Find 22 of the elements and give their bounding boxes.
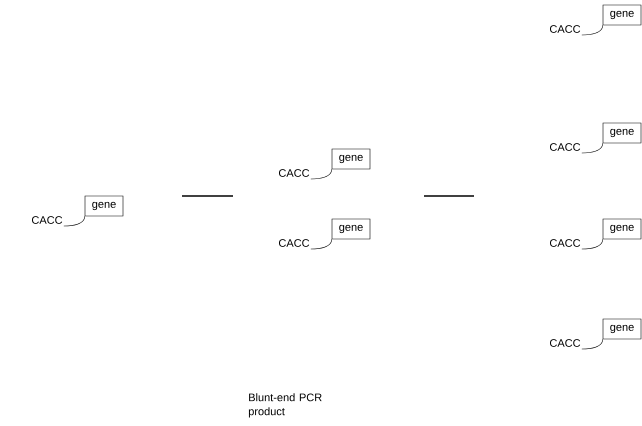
gene-box: gene [602, 218, 642, 240]
linker-line [582, 339, 603, 350]
gene-box: gene [602, 122, 642, 144]
gene-box: gene [84, 196, 124, 216]
sequence-label: CACC [550, 339, 580, 347]
linker-line [310, 169, 332, 180]
gene-box: gene [332, 218, 370, 240]
gene-box: gene [602, 318, 642, 340]
sequence-label: CACC [550, 239, 580, 247]
sequence-label: CACC [32, 216, 62, 224]
linker-line [63, 216, 85, 226]
caption-text: Blunt-end PCR product [248, 393, 322, 418]
linker-line [582, 239, 603, 250]
linker-line [582, 25, 603, 36]
sequence-label: CACC [550, 25, 580, 33]
gene-box: gene [332, 148, 370, 170]
linker-line [310, 239, 332, 250]
gene-box: gene [602, 4, 642, 26]
sequence-label: CACC [550, 143, 580, 151]
linker-line [582, 143, 603, 154]
sequence-label: CACC [278, 239, 310, 247]
sequence-label: CACC [278, 169, 310, 177]
